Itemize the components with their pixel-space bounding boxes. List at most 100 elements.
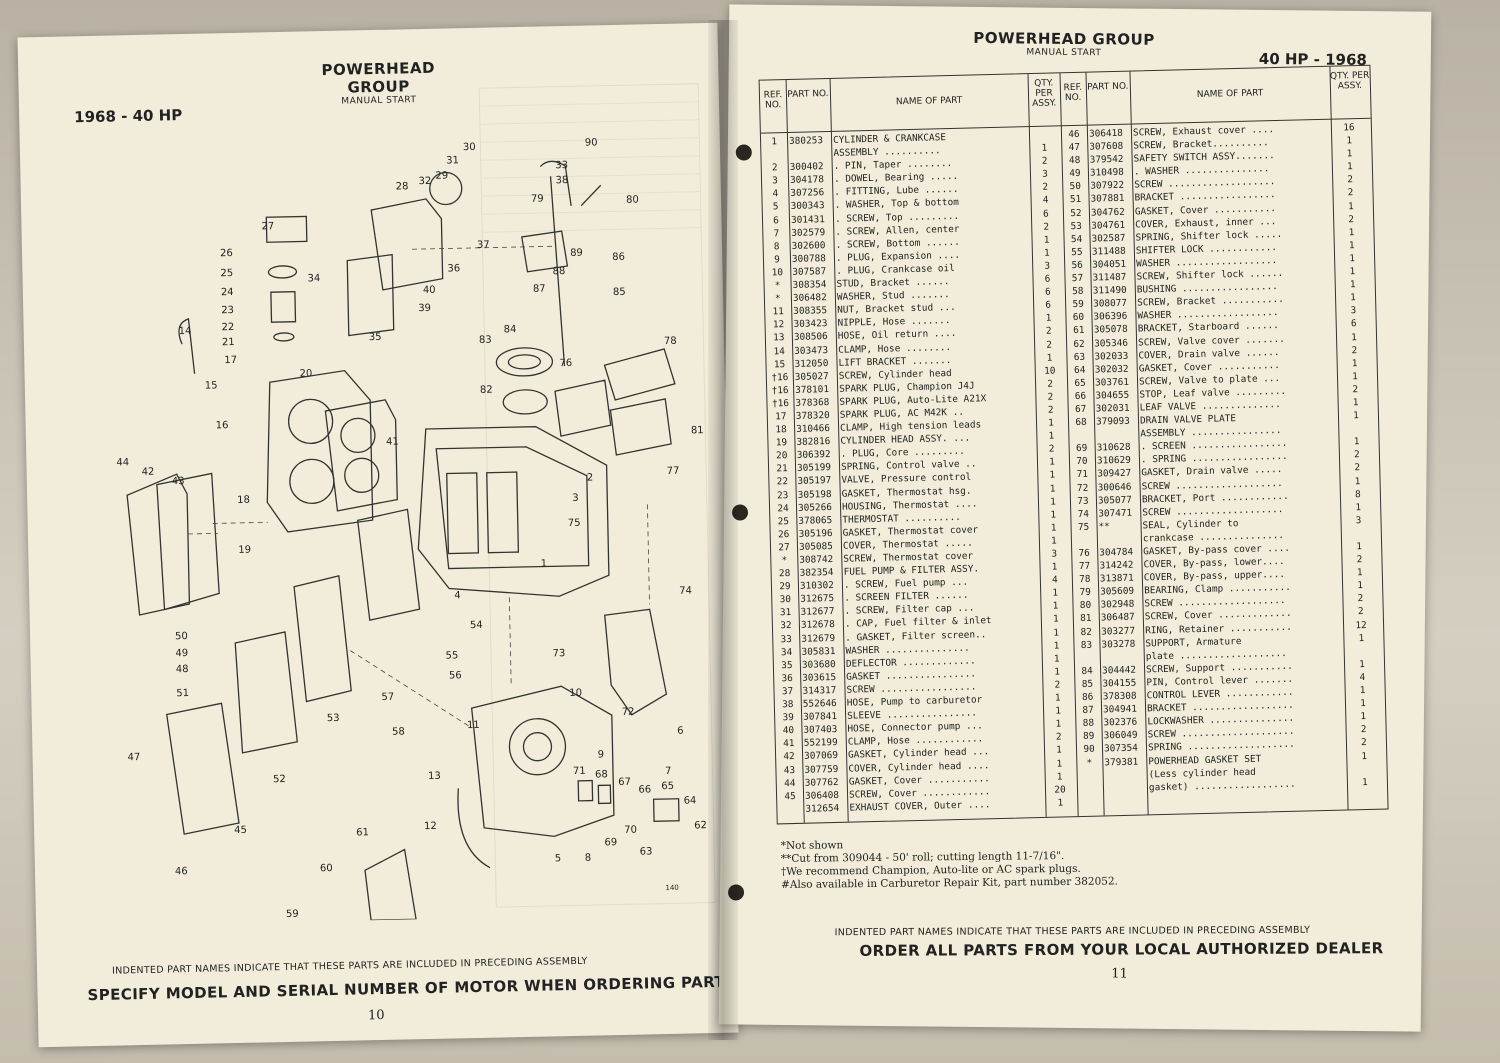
- ref-cell: 22: [776, 476, 789, 488]
- svg-text:71: 71: [573, 766, 586, 777]
- qty-cell: 1: [1358, 632, 1365, 644]
- svg-text:5: 5: [555, 853, 562, 864]
- part-no-cell: 306487: [1100, 612, 1135, 624]
- part-no-cell: 307759: [804, 763, 839, 776]
- ref-no-header-2: REF. NO.: [1063, 82, 1083, 104]
- right-group-header: POWERHEAD GROUP MANUAL START: [949, 29, 1179, 59]
- qty-cell: 2: [1047, 404, 1054, 416]
- qty-cell: 1: [1354, 475, 1361, 487]
- qty-cell: 1: [1360, 698, 1366, 710]
- svg-text:14: 14: [179, 326, 192, 337]
- qty-cell: 1: [1053, 653, 1060, 665]
- part-no-cell: 300343: [790, 200, 825, 213]
- qty-cell: 1: [1347, 200, 1354, 212]
- qty-cell: 1: [1054, 666, 1061, 678]
- qty-cell: 2: [1352, 383, 1359, 396]
- svg-text:85: 85: [613, 287, 626, 298]
- qty-cell: [1031, 129, 1057, 130]
- ref-cell: [761, 149, 787, 150]
- svg-text:48: 48: [176, 664, 189, 675]
- ref-cell: 83: [1080, 639, 1093, 651]
- ref-cell: 88: [1082, 717, 1095, 730]
- part-no-cell: 380253: [788, 135, 824, 147]
- svg-text:26: 26: [220, 248, 233, 259]
- part-no-cell: 312677: [800, 606, 835, 619]
- ref-cell: 7: [773, 227, 780, 239]
- svg-text:78: 78: [664, 336, 677, 347]
- qty-header: QTY. PER ASSY.: [1032, 78, 1057, 109]
- qty-cell: 1: [1361, 776, 1368, 788]
- right-page-number: 11: [1111, 966, 1128, 982]
- parts-table: REF. NO. PART NO. NAME OF PART QTY. PER …: [758, 64, 1389, 825]
- ref-cell: *: [774, 293, 781, 305]
- svg-text:13: 13: [428, 771, 441, 782]
- svg-text:44: 44: [116, 457, 129, 468]
- part-no-cell: 304051: [1092, 258, 1127, 271]
- qty-cell: 2: [1360, 737, 1367, 749]
- qty-cell: 2: [1357, 593, 1364, 605]
- ref-cell: 12: [772, 319, 785, 331]
- svg-text:47: 47: [127, 752, 140, 763]
- qty-cell: 1: [1346, 161, 1353, 173]
- svg-text:56: 56: [449, 670, 462, 681]
- part-no-cell: 306418: [1088, 127, 1124, 140]
- part-no-cell: 306408: [804, 789, 840, 802]
- ref-cell: 42: [783, 751, 795, 763]
- left-footer-main: SPECIFY MODEL AND SERIAL NUMBER OF MOTOR…: [87, 972, 737, 1005]
- fuel-pump-part: [370, 198, 444, 291]
- qty-cell: 16: [1343, 122, 1355, 134]
- part-no-cell: 305346: [1093, 337, 1129, 350]
- ref-cell: 64: [1073, 364, 1086, 376]
- part-no-cell: 303473: [794, 344, 829, 357]
- svg-text:66: 66: [638, 784, 651, 795]
- right-page: POWERHEAD GROUP MANUAL START 40 HP - 196…: [718, 4, 1432, 1032]
- part-no-cell: 308506: [793, 331, 828, 344]
- right-footer-note: INDENTED PART NAMES INDICATE THAT THESE …: [834, 924, 1311, 939]
- cylinder-head-part: [266, 369, 374, 533]
- svg-text:43: 43: [172, 476, 185, 487]
- svg-text:39: 39: [418, 303, 431, 314]
- part-no-cell: 310498: [1089, 167, 1124, 179]
- qty-cell: 12: [1355, 619, 1367, 631]
- svg-text:81: 81: [691, 425, 704, 436]
- qty-cell: 1: [1356, 541, 1363, 553]
- ref-cell: 23: [776, 489, 789, 501]
- ref-cell: 60: [1072, 312, 1085, 324]
- qty-cell: 1: [1056, 744, 1063, 756]
- ref-cell: 74: [1077, 508, 1090, 520]
- part-no-cell: 304784: [1099, 546, 1134, 559]
- part-no-cell: 307403: [803, 724, 838, 736]
- port-bracket-part: [604, 608, 668, 716]
- qty-cell: 2: [1045, 325, 1052, 338]
- binder-hole: [735, 144, 752, 161]
- svg-text:50: 50: [175, 631, 188, 642]
- ref-cell: 8: [773, 240, 780, 253]
- svg-text:16: 16: [216, 420, 229, 431]
- qty-cell: 3: [1350, 305, 1357, 317]
- part-no-cell: 310302: [799, 580, 834, 592]
- leader-lines: [187, 245, 650, 729]
- part-no-cell: 382354: [799, 567, 834, 579]
- qty-cell: 1: [1043, 234, 1050, 246]
- qty-cell: 1: [1352, 370, 1358, 383]
- svg-text:15: 15: [205, 380, 218, 391]
- qty-cell: 3: [1042, 168, 1048, 181]
- qty-cell: 2: [1043, 221, 1050, 233]
- ref-cell: 76: [1078, 547, 1091, 559]
- part-no-cell: 379381: [1104, 756, 1139, 768]
- ref-cell: 30: [779, 594, 792, 606]
- part-no-cell: 302376: [1103, 716, 1138, 729]
- qty-cell: 1: [1056, 757, 1063, 770]
- ref-cell: [1068, 430, 1094, 431]
- svg-text:79: 79: [531, 193, 544, 204]
- svg-text:38: 38: [556, 175, 569, 186]
- svg-text:77: 77: [667, 466, 680, 477]
- right-footer-main: ORDER ALL PARTS FROM YOUR LOCAL AUTHORIZ…: [859, 939, 1384, 960]
- left-group-header: POWERHEAD GROUP MANUAL START: [288, 58, 469, 108]
- lower-crankcase-part: [470, 685, 615, 838]
- part-no-cell: 304762: [1090, 206, 1125, 219]
- qty-cell: 1: [1351, 357, 1358, 369]
- ref-cell: 59: [1072, 299, 1084, 311]
- ref-cell: 39: [782, 712, 794, 724]
- name-header: NAME OF PART: [895, 95, 963, 108]
